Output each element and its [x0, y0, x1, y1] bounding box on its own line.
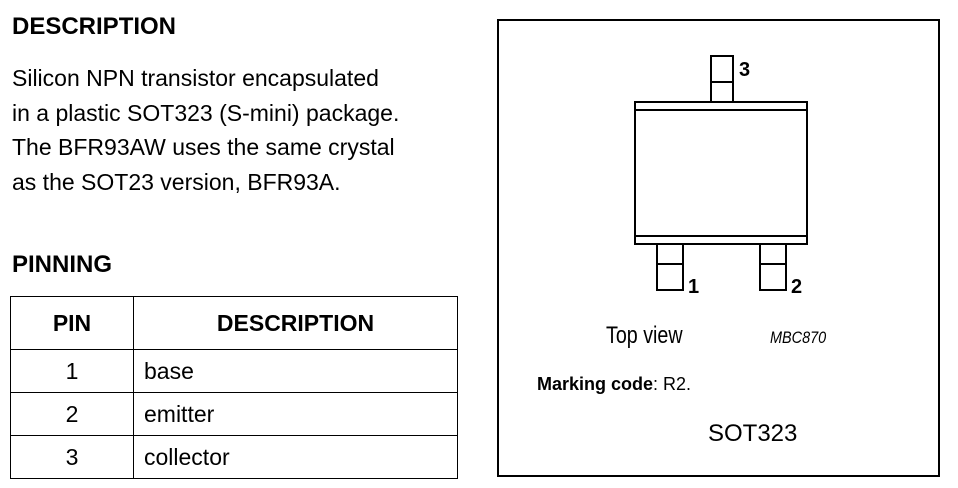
marking-code-value: R2. — [658, 374, 692, 394]
table-header-row: PIN DESCRIPTION — [10, 296, 458, 350]
table-row: 3 collector — [10, 435, 458, 479]
description-line: as the SOT23 version, BFR93A. — [12, 168, 341, 195]
pin-number-cell: 3 — [10, 435, 134, 479]
pin-description-cell: base — [133, 349, 458, 393]
package-name: SOT323 — [708, 420, 798, 447]
pin-2-label: 2 — [791, 276, 802, 298]
figure-code: MBC870 — [770, 328, 827, 347]
pin-number-cell: 1 — [10, 349, 134, 393]
package-body — [634, 101, 808, 245]
marking-code-label: Marking code — [537, 374, 654, 394]
pin-3-label: 3 — [739, 59, 750, 81]
column-header-pin: PIN — [10, 296, 134, 350]
pin-description-cell: emitter — [133, 392, 458, 436]
package-figure: 1 2 3 Top view MBC870 Marking code: R2. … — [497, 19, 940, 477]
pin-3-lead-base — [710, 81, 734, 105]
view-label: Top view — [606, 322, 683, 349]
pin-number-cell: 2 — [10, 392, 134, 436]
table-row: 1 base — [10, 349, 458, 393]
description-line: Silicon NPN transistor encapsulated — [12, 65, 379, 91]
description-heading: DESCRIPTION — [12, 13, 177, 40]
pin-1-lead-base — [656, 243, 684, 265]
column-header-description: DESCRIPTION — [133, 296, 458, 350]
pin-3-lead — [710, 55, 734, 83]
marking-code: Marking code: R2. — [537, 374, 691, 395]
pin-1-label: 1 — [688, 276, 699, 298]
description-line: The BFR93AW uses the same crystal — [12, 134, 395, 160]
pin-2-lead-base — [759, 243, 787, 265]
package-outline-drawing: 1 2 3 — [634, 55, 808, 298]
description-line: in a plastic SOT323 (S-mini) package. — [12, 99, 400, 126]
pin-1-lead — [656, 263, 684, 291]
marking-code-separator: : — [653, 374, 659, 394]
pin-description-cell: collector — [133, 435, 458, 479]
description-paragraph: Silicon NPN transistor encapsulated in a… — [12, 61, 482, 199]
pin-2-lead — [759, 263, 787, 291]
pinning-table: PIN DESCRIPTION 1 base 2 emitter 3 colle… — [10, 296, 458, 479]
table-row: 2 emitter — [10, 392, 458, 436]
pinning-heading: PINNING — [12, 251, 113, 278]
